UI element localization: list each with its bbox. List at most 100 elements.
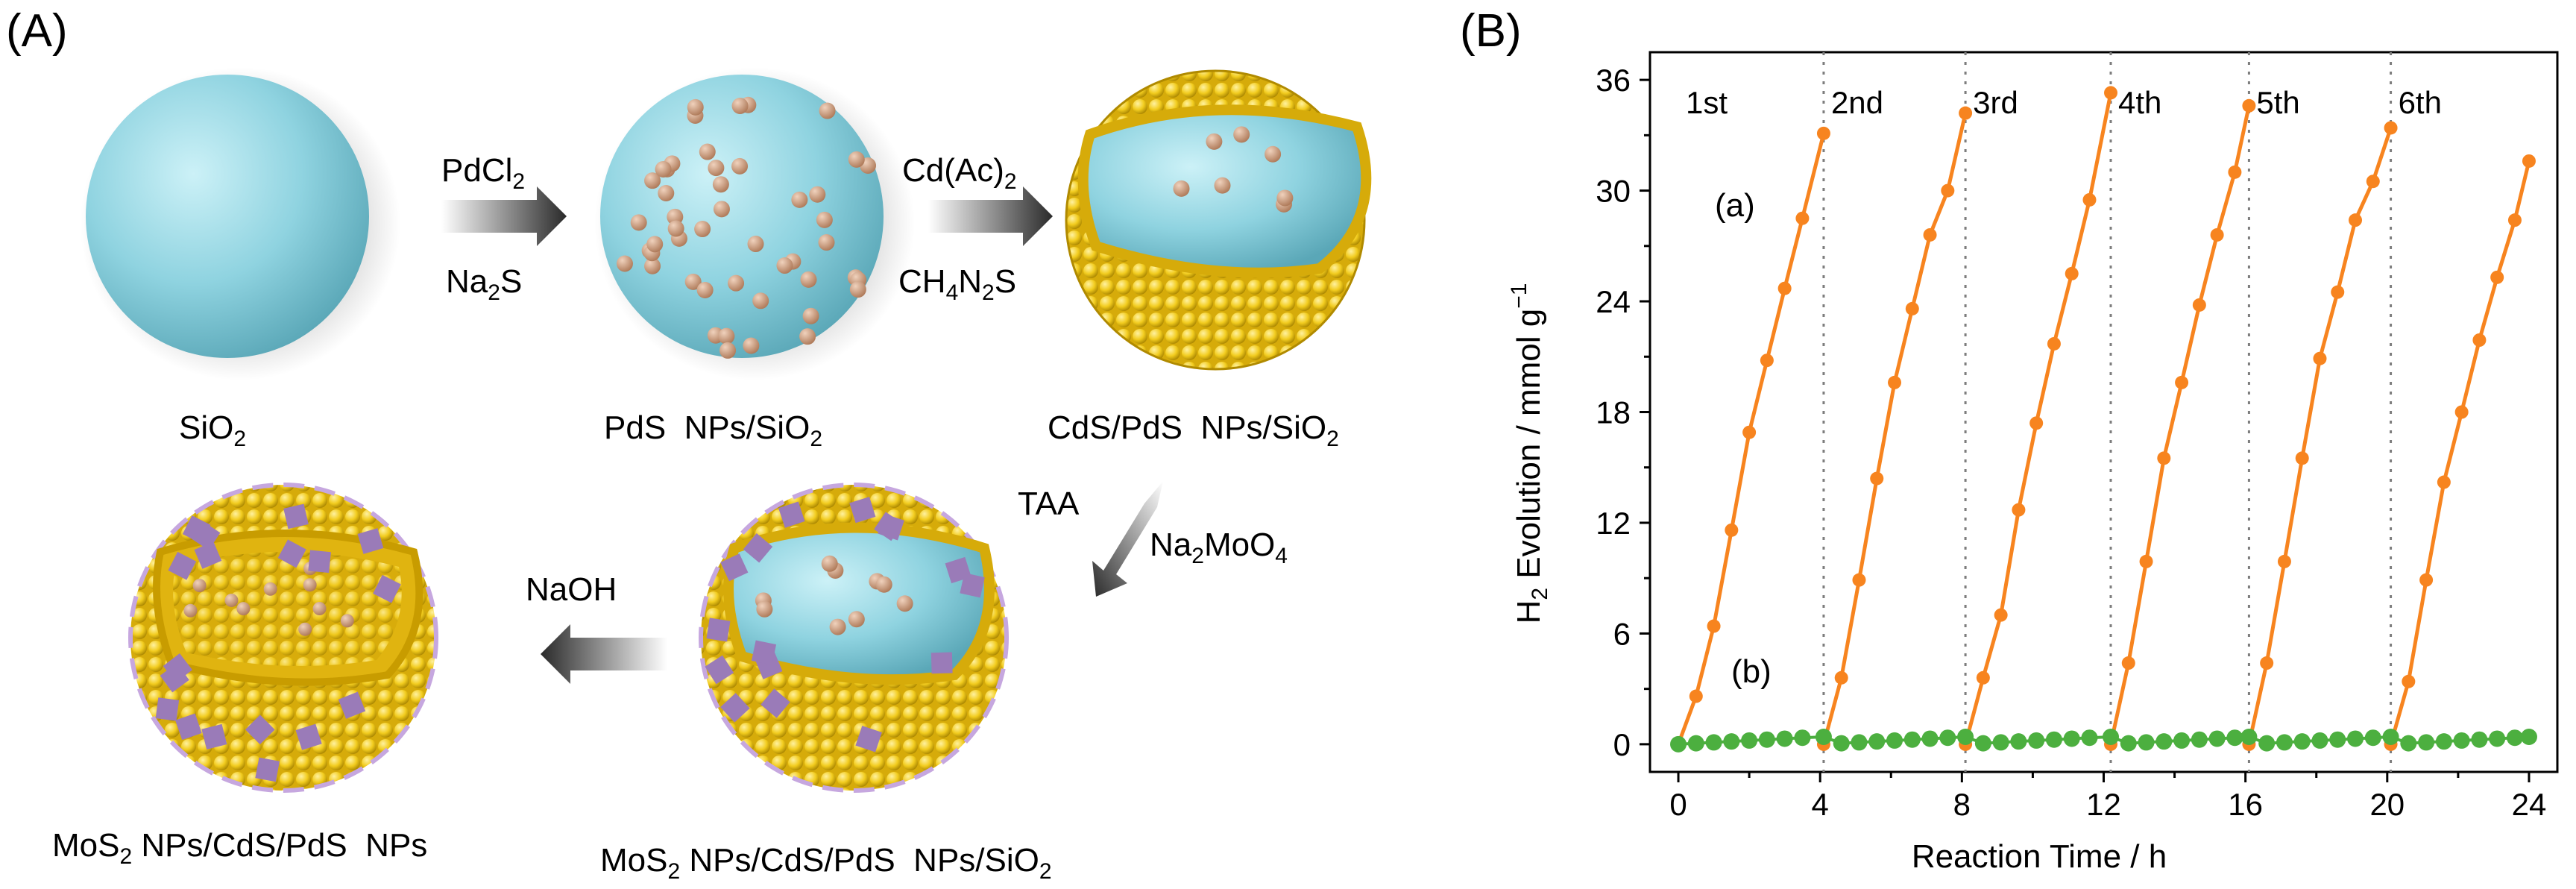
series-a-point (1760, 354, 1774, 368)
mos2-sheet (168, 551, 197, 580)
series-a-point (2082, 192, 2097, 207)
mos2-sheet (720, 693, 750, 723)
series-b-point (2155, 733, 2173, 750)
series-b-point (1794, 729, 1811, 747)
mos2-sheet (373, 574, 401, 603)
pds-particle (743, 337, 760, 354)
cycle-label: 6th (2399, 85, 2442, 120)
series-a-point (2029, 416, 2044, 430)
series-b-point (2103, 728, 2120, 745)
svg-text:Na2S: Na2S (446, 263, 522, 305)
plot-frame (1648, 51, 2559, 773)
series-a-point (1725, 523, 1739, 537)
pds-particle (818, 234, 835, 251)
svg-text:NaOH: NaOH (526, 571, 617, 608)
series-a-point (2121, 656, 2135, 670)
pds-particle (802, 307, 819, 324)
mos2-sheet (338, 691, 366, 719)
series-b-point (2063, 730, 2080, 747)
mos2-nanosheets (155, 503, 401, 782)
cycle-label: 4th (2118, 85, 2161, 120)
mos2-cds-silica-illustration (699, 483, 1009, 793)
y-tick-label: 30 (1596, 174, 1631, 209)
series-b-point (2010, 733, 2027, 750)
mos2-sheet (175, 713, 202, 741)
series-a-line (2109, 105, 2251, 745)
mos2-sheet (945, 556, 971, 584)
y-tick-label: 36 (1596, 63, 1631, 98)
svg-text:Cd(Ac)2: Cd(Ac)2 (902, 152, 1017, 194)
pds-particle (1173, 180, 1190, 197)
series-a-point (1795, 211, 1810, 225)
series-a-point (2157, 451, 2171, 465)
panel-a-label: (A) (6, 5, 68, 57)
series-a-point (2210, 227, 2224, 242)
series-b-point (2520, 728, 2537, 745)
series-b-point (1758, 731, 1775, 748)
series-b-point (2276, 734, 2293, 751)
label-cds-pds-sio2: CdS/PdS NPs/SiO2 (1048, 409, 1339, 451)
mos2-sheet (160, 663, 189, 693)
mos2-sheet (778, 501, 805, 528)
pds-particle (630, 214, 647, 231)
x-tick-label: 20 (2369, 787, 2405, 822)
pds-particle (1214, 177, 1231, 194)
pds-particle (791, 191, 808, 208)
series-a-point (2437, 475, 2451, 489)
silica-sphere-illustration (80, 67, 400, 380)
series-b-point (2208, 730, 2226, 747)
mos2-nanosheets (705, 497, 985, 753)
svg-text:CH4N2S: CH4N2S (898, 263, 1016, 305)
series-a-line (2389, 160, 2531, 745)
series-a-point (1870, 471, 1884, 486)
series-b-point (2081, 729, 2098, 747)
series-b-point (2364, 729, 2381, 747)
mos2-sheet (194, 541, 222, 569)
series-a-point (2228, 165, 2242, 179)
series-a-point (1816, 126, 1830, 140)
x-tick-label: 24 (2512, 787, 2547, 822)
pds-particle (1206, 133, 1223, 150)
series-a-point (2277, 554, 2291, 568)
y-tick-label: 24 (1596, 284, 1631, 319)
mos2-sheet (283, 503, 309, 530)
series-a-point (1888, 375, 1902, 389)
pds-particle (896, 595, 913, 612)
series-a-point (2472, 333, 2487, 347)
panel-a: (A) PdCl2 Na2S Cd(Ac)2 CH4N2S (6, 5, 1372, 884)
series-a-point (2313, 351, 2327, 365)
pds-particle (298, 622, 312, 636)
series-a-point (1689, 689, 1703, 703)
pds-particle (756, 600, 773, 618)
x-tick-label: 8 (1953, 787, 1971, 822)
pds-particle (809, 186, 826, 203)
pds-particle (655, 160, 672, 178)
mos2-sheet (705, 655, 734, 685)
arrow-pds-to-cds: Cd(Ac)2 CH4N2S (898, 152, 1053, 305)
series-b-point (2191, 731, 2208, 748)
series-a-point (2366, 175, 2380, 189)
pds-particle (687, 98, 704, 116)
pds-silica-illustration (594, 67, 915, 380)
pds-particle (776, 257, 793, 274)
series-a-point (2242, 98, 2256, 113)
pds-particle (658, 185, 675, 202)
label-mos2-cds-pds-sio2: MoS2 NPs/CdS/PdS NPs/SiO2 (600, 842, 1052, 884)
series-a-point (2507, 213, 2522, 227)
series-b-point (2418, 734, 2435, 751)
pds-particle (236, 602, 251, 616)
cycle-label: 2nd (1831, 85, 1883, 120)
mos2-sheet (960, 572, 985, 598)
series-b-point (1705, 734, 1722, 751)
series-a-line (1821, 113, 1968, 745)
svg-text:TAA: TAA (1018, 486, 1080, 522)
y-tick-label: 12 (1596, 506, 1631, 541)
mos2-sheet (720, 553, 749, 582)
series-b-point (2240, 728, 2258, 745)
series-b-point (2435, 733, 2452, 750)
pds-particle (699, 143, 716, 160)
pds-particle (731, 97, 749, 114)
y-tick-label: 18 (1596, 395, 1631, 430)
